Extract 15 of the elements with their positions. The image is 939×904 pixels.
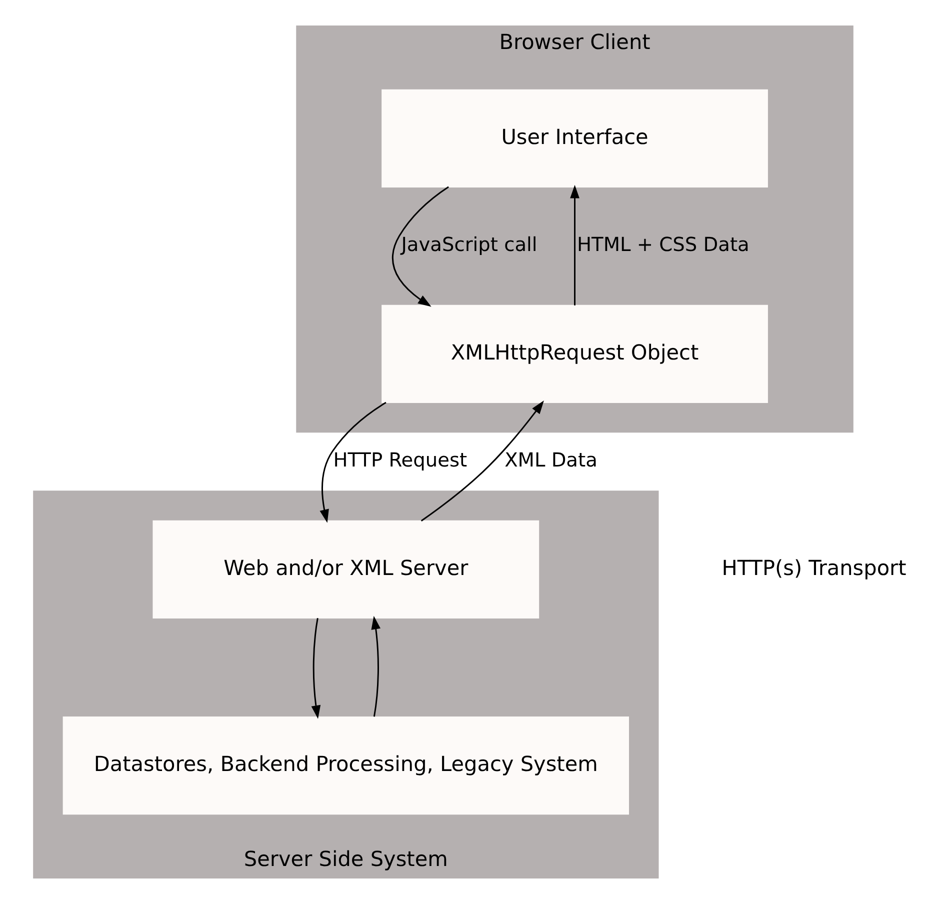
edge-label: HTML + CSS Data [576,233,749,256]
arrow [370,616,380,717]
node-box: XMLHttpRequest Object [381,304,768,403]
arrow [420,400,544,522]
arrow [392,186,448,307]
node-box: Web and/or XML Server [152,520,539,618]
edge-label: HTTP Request [332,448,467,472]
arrow [310,618,320,719]
edge-label: XML Data [504,448,597,472]
arrow [570,184,579,306]
label: HTTP(s) Transport [721,556,906,580]
node-box: User Interface [381,89,768,188]
arrow [319,402,386,523]
edge-label: JavaScript call [400,233,537,256]
node-box: Datastores, Backend Processing, Legacy System [62,716,629,815]
